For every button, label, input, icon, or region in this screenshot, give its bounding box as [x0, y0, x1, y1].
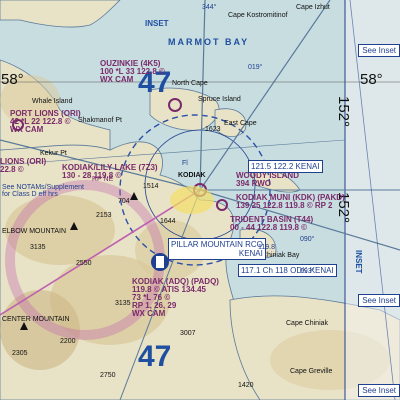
east-cape-label: East Cape — [224, 120, 257, 127]
kodiak-town-label: KODIAK — [178, 172, 206, 179]
kenai-frequency-box[interactable]: 121.5 122.2 KENAI — [248, 160, 323, 173]
chiniak-freq-label: 119.8 — [258, 244, 275, 251]
cape-kostromitinof-label: Cape Kostromitinof — [228, 12, 288, 19]
latitude-right-label: 58° — [360, 71, 383, 88]
latitude-left-label: 58° — [1, 71, 24, 88]
elevation-3135-b: 3135 — [115, 300, 131, 307]
inset-right-label: INSET — [354, 250, 363, 274]
elevation-1514: 1514 — [143, 183, 159, 190]
max-elevation-figure-top: 47 — [138, 66, 172, 99]
pillar-mountain-rco[interactable]: PILLAR MOUNTAIN RCO KENAI — [168, 238, 266, 260]
elevation-2750: 2750 — [100, 372, 116, 379]
fl-light-label: Fl — [182, 160, 188, 167]
shakmanof-pt-label: Shakmanof Pt — [78, 117, 122, 124]
radial-090-label: 090° — [300, 236, 315, 243]
whale-island-label: Whale Island — [32, 98, 73, 105]
trident-basin-airport[interactable]: TRIDENT BASIN (T44) 00 - 44 122.8 119.8 … — [230, 215, 314, 232]
rp-ne-label: RP NE — [92, 176, 114, 183]
kodiak-muni-airport[interactable]: KODIAK MUNI (KDK) (PAKD) 139 25 122.8 11… — [236, 193, 345, 210]
elevation-1420: 1420 — [238, 382, 254, 389]
spruce-island-label: Spruce Island — [198, 96, 241, 103]
kodiak-lily-lake-airport[interactable]: KODIAK/LILY LAKE (7Z3) 130 - 28 119.8 © — [62, 163, 158, 180]
kekur-pt-label: Kekur Pt — [40, 150, 67, 157]
radial-019-label: 019° — [248, 64, 263, 71]
north-cape-label: North Cape — [172, 80, 208, 87]
elbow-mountain-label: ELBOW MOUNTAIN — [2, 228, 67, 235]
elevation-1644: 1644 — [160, 218, 176, 225]
woody-island-airport[interactable]: WOODY ISLAND 394 RWO — [236, 171, 299, 188]
max-elevation-figure-bottom: 47 — [138, 340, 172, 373]
cape-greville-label: Cape Greville — [290, 368, 333, 375]
inset-top-label: INSET — [145, 19, 169, 28]
longitude-lower-label: 152° — [335, 192, 352, 224]
marmot-bay-label: MARMOT BAY — [168, 37, 250, 47]
elevation-3007: 3007 — [180, 330, 196, 337]
center-mountain-label: CENTER MOUNTAIN — [2, 316, 70, 323]
chiniak-bay-label: Chiniak Bay — [262, 252, 300, 259]
elevation-2305: 2305 — [12, 350, 28, 357]
radial-344-label: 344° — [202, 4, 217, 11]
ouzinkie-airport[interactable]: OUZINKIE (4K5) 100 *L 33 122.8 © WX CAM — [100, 59, 165, 84]
see-inset-bottom-button[interactable]: See Inset — [358, 384, 400, 397]
elevation-2153: 2153 — [96, 212, 112, 219]
kenai-vor-box[interactable]: 117.1 Ch 118 ODK KENAI — [238, 264, 337, 277]
lions-airport[interactable]: LIONS (ORI) 22.8 © — [0, 157, 47, 174]
see-inset-mid-button[interactable]: See Inset — [358, 294, 400, 307]
elevation-2550: 2550 — [76, 260, 92, 267]
longitude-right-label: 152° — [335, 96, 352, 128]
elevation-3135: 3135 — [30, 244, 46, 251]
elevation-704: 704 — [118, 198, 130, 205]
port-lions-airport[interactable]: PORT LIONS (ORI) 42 *L 22 122.8 © WX CAM — [10, 109, 81, 134]
cape-izhut-label: Cape Izhut — [296, 4, 330, 11]
see-inset-top-button[interactable]: See Inset — [358, 44, 400, 57]
kodiak-adq-airport[interactable]: KODIAK (ADQ) (PADQ) 119.8 © ATIS 134.45 … — [132, 277, 219, 318]
radial-093-label: 093° — [300, 268, 315, 275]
notam-note: See NOTAMs/Supplement for Class D eff hr… — [2, 184, 84, 198]
elevation-2200: 2200 — [60, 338, 76, 345]
cape-chiniak-label: Cape Chiniak — [286, 320, 329, 327]
elevation-1623: 1623 — [205, 126, 221, 133]
